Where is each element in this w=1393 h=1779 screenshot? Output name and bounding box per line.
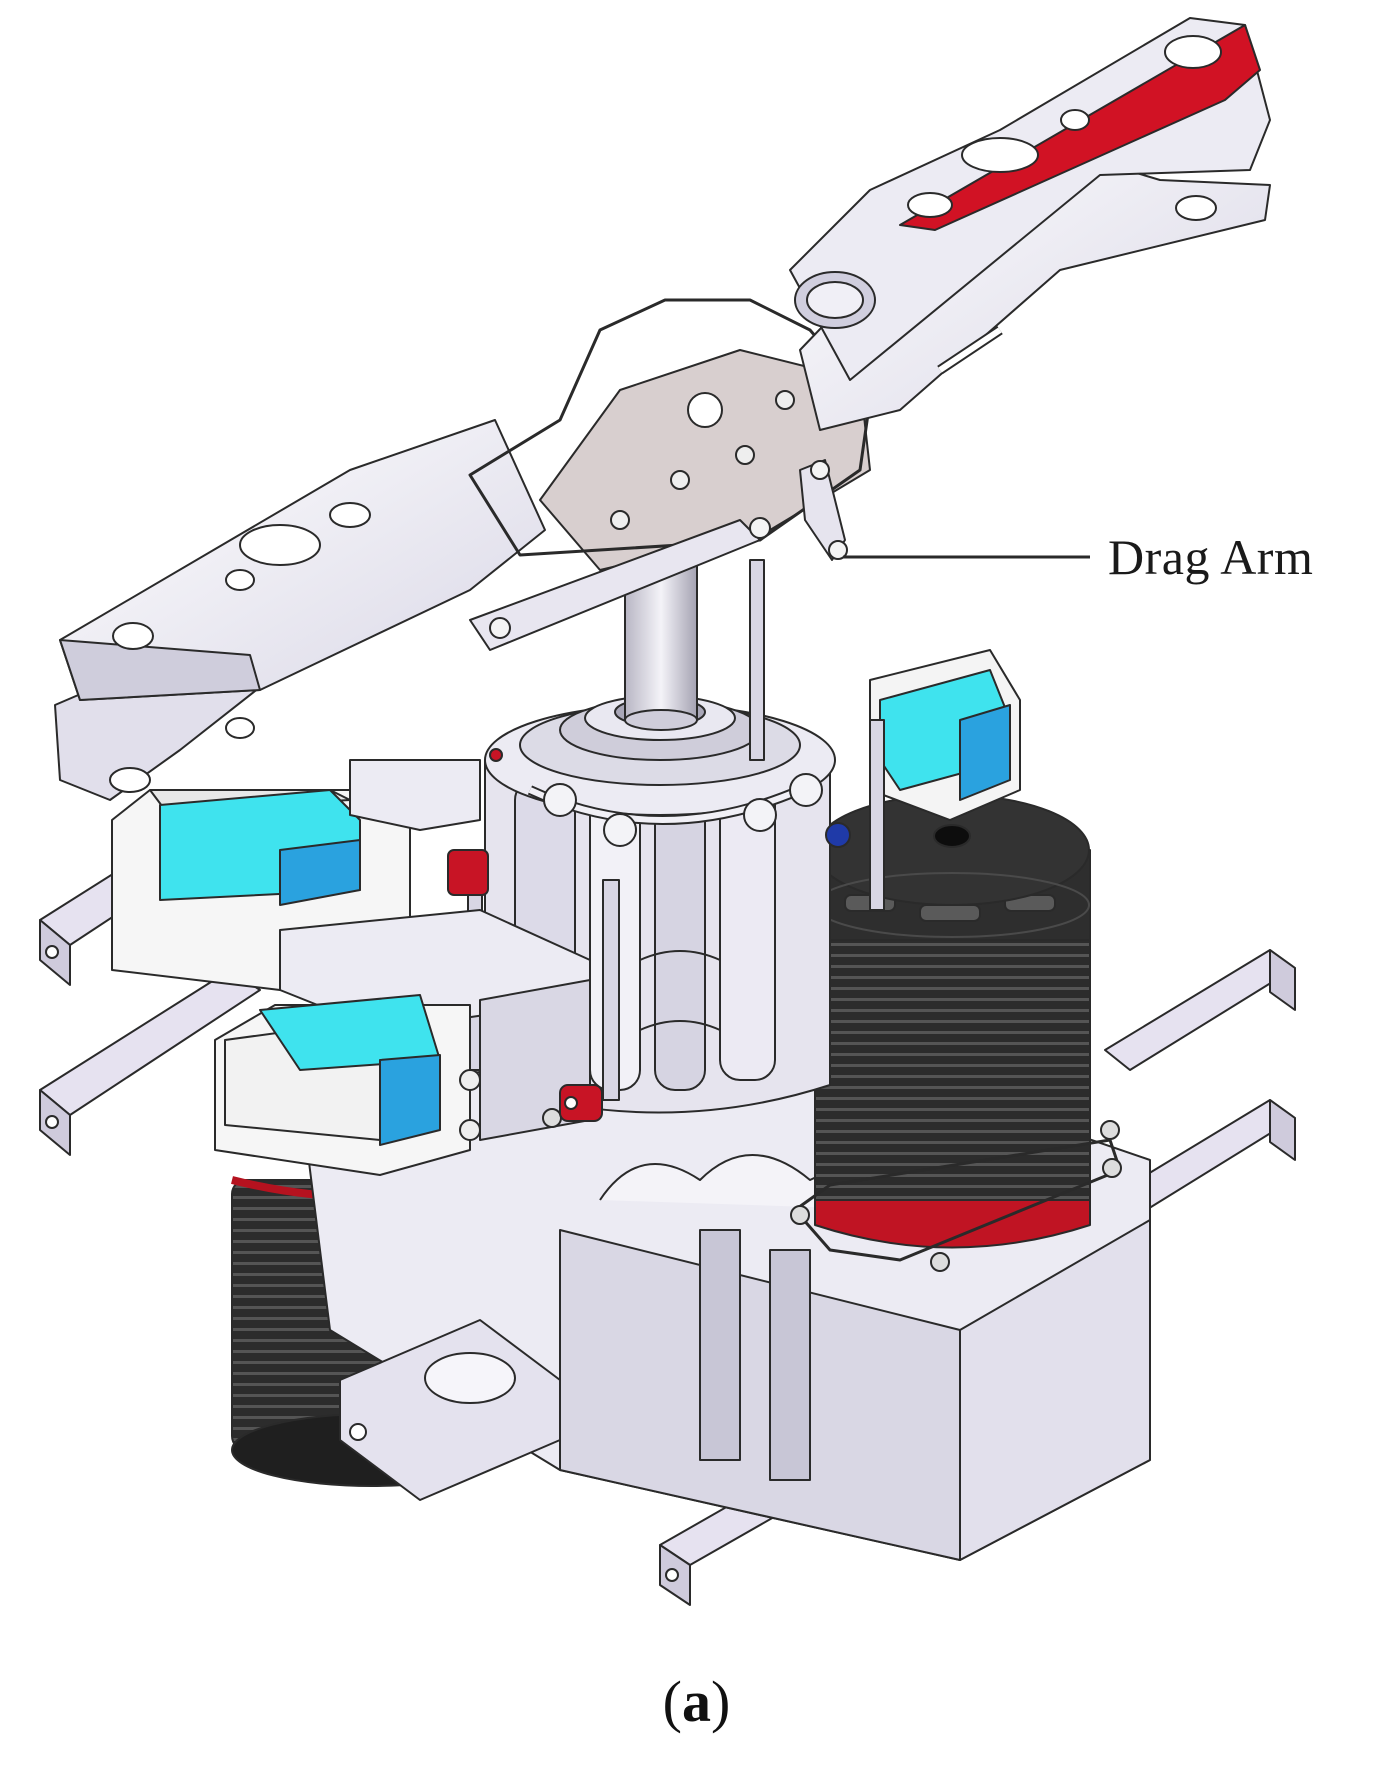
blade-grip-left [54, 419, 546, 801]
servo-left-lower [214, 994, 481, 1176]
caption-open-paren: ( [662, 1669, 682, 1734]
hub-yoke [468, 298, 872, 651]
drag-arm [799, 459, 848, 561]
figure-caption: (a) [0, 1668, 1393, 1735]
frame-bar-right-upper [1104, 949, 1296, 1071]
frame-bar-right-lower [1104, 1099, 1296, 1221]
servo-right [869, 649, 1021, 821]
red-bellcrank-links [447, 748, 603, 1122]
swashplate-links [527, 773, 851, 848]
motor-right [790, 794, 1122, 1272]
blade-grip-right [789, 17, 1271, 431]
hub-bearing [794, 271, 876, 329]
frame-bar-left-lower [39, 969, 261, 1156]
drag-arm-label: Drag Arm [1108, 529, 1314, 585]
caption-close-paren: ) [711, 1669, 731, 1734]
caption-letter: a [682, 1669, 711, 1734]
